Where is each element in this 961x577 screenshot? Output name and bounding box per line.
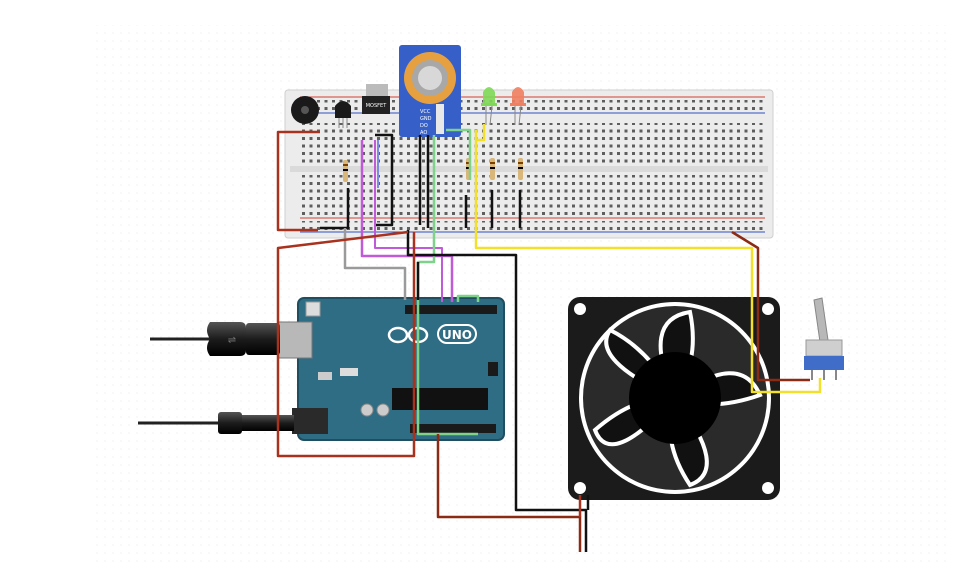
gas-pin-label: VCC	[420, 109, 431, 115]
wire-red	[276, 130, 318, 232]
usb-port	[277, 321, 313, 359]
uno-label: UNO	[442, 328, 472, 342]
wire-red	[276, 230, 416, 458]
gas-pin-label: AO	[420, 130, 427, 136]
digital-header	[405, 305, 497, 314]
gas-pin-label: GND	[420, 116, 432, 122]
gas-sensor-module: VCC GND DO AO	[399, 45, 461, 137]
toggle-switch	[804, 297, 844, 380]
wire-brown	[436, 434, 582, 552]
wires	[276, 124, 822, 552]
usb-cable: ⇌	[150, 322, 280, 356]
wire-green	[446, 128, 472, 180]
led-red	[510, 87, 526, 126]
svg-text:⇌: ⇌	[228, 335, 236, 346]
breadboard	[284, 89, 774, 239]
wire-magenta	[360, 140, 454, 302]
mosfet: MOSFET	[362, 84, 390, 114]
resistor	[518, 158, 523, 180]
capacitor	[376, 403, 390, 417]
wire-gray	[343, 228, 407, 300]
wire-yellow	[476, 124, 486, 142]
wire-black	[320, 188, 350, 230]
cooling-fan	[568, 297, 780, 500]
capacitor	[360, 403, 374, 417]
gas-pin-label: DO	[420, 123, 428, 129]
wire-green	[456, 294, 480, 302]
power-jack	[292, 408, 328, 434]
resistor	[490, 158, 495, 180]
buzzer	[291, 96, 319, 124]
resistor	[343, 160, 348, 182]
fan-hub	[629, 352, 721, 444]
arduino-uno-board: UNO	[277, 297, 505, 441]
led-green	[481, 87, 497, 126]
mosfet-label: MOSFET	[366, 103, 387, 109]
temperature-sensor	[335, 101, 351, 128]
wire-black	[406, 230, 588, 552]
analog-header	[410, 424, 496, 433]
dc-power-cable	[138, 412, 294, 434]
reset-button	[305, 301, 321, 317]
wire-black	[375, 133, 394, 227]
wire-yellow	[474, 130, 822, 394]
microcontroller-chip	[392, 388, 488, 410]
wire-brown	[731, 230, 810, 382]
